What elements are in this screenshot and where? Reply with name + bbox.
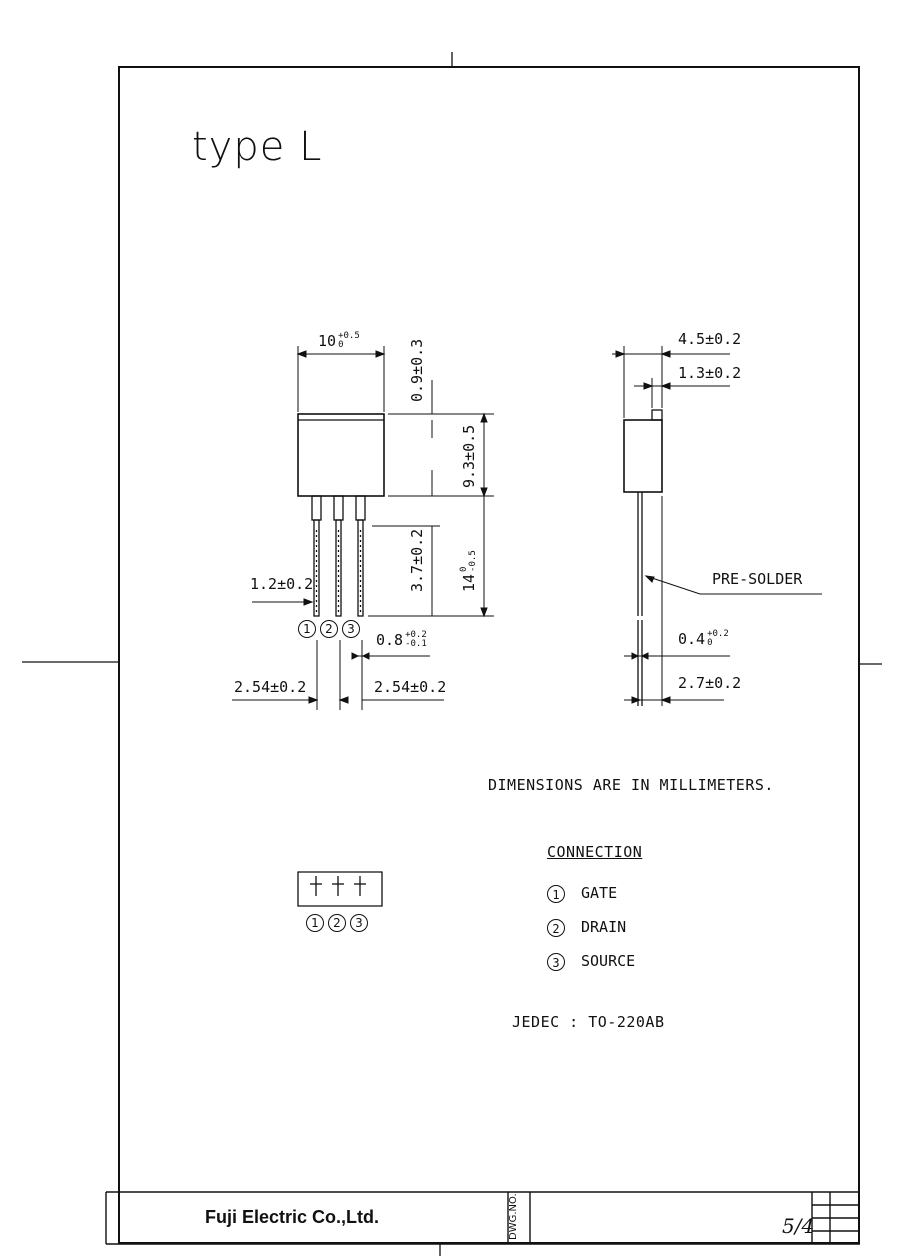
connection-num: 2 bbox=[547, 918, 565, 937]
dim-side-thickness: 4.5±0.2 bbox=[678, 330, 742, 348]
pin-diagram-label-2: 2 bbox=[328, 914, 346, 932]
connection-heading: CONNECTION bbox=[547, 843, 643, 861]
connection-num: 1 bbox=[547, 884, 565, 903]
dim-lead-width-lower: 0.8+0.2-0.1 bbox=[376, 630, 427, 650]
title-block bbox=[105, 1191, 860, 1245]
company-name: Fuji Electric Co.,Ltd. bbox=[205, 1207, 380, 1227]
dimensions-note: DIMENSIONS ARE IN MILLIMETERS. bbox=[488, 776, 774, 794]
dim-pitch-right: 2.54±0.2 bbox=[374, 678, 447, 696]
connection-row-drain: 2 DRAIN bbox=[547, 918, 626, 937]
connection-row-source: 3 SOURCE bbox=[547, 952, 635, 971]
dim-tab-gap: 0.9±0.3 bbox=[408, 338, 426, 402]
connection-name: SOURCE bbox=[581, 952, 636, 970]
pin-diagram bbox=[297, 871, 383, 907]
connection-name: GATE bbox=[581, 884, 618, 902]
side-tab bbox=[651, 409, 663, 421]
connection-row-gate: 1 GATE bbox=[547, 884, 617, 903]
dim-body-height: 9.3±0.5 bbox=[460, 424, 478, 488]
pin-label-1: 1 bbox=[298, 620, 316, 638]
sheet-number: 5/4 bbox=[782, 1214, 815, 1238]
pin-diagram-outline bbox=[297, 871, 383, 907]
pin-label-2: 2 bbox=[320, 620, 338, 638]
side-view bbox=[623, 409, 663, 706]
pin-label-3: 3 bbox=[342, 620, 360, 638]
dim-tab-thickness: 1.3±0.2 bbox=[678, 364, 742, 382]
front-dim-lines bbox=[232, 346, 494, 710]
connection-name: DRAIN bbox=[581, 918, 627, 936]
dim-lead-offset: 2.7±0.2 bbox=[678, 674, 742, 692]
pin-diagram-label-1: 1 bbox=[306, 914, 324, 932]
side-dim-lines bbox=[612, 346, 822, 706]
front-leads bbox=[311, 495, 366, 617]
side-body bbox=[623, 419, 663, 493]
jedec-note: JEDEC : TO-220AB bbox=[512, 1013, 665, 1031]
drawing-frame bbox=[118, 66, 860, 1244]
drawing-number-label: DWG.NO. bbox=[508, 1193, 519, 1240]
dim-lead-width-upper: 1.2±0.2 bbox=[250, 575, 314, 593]
package-body bbox=[297, 413, 385, 497]
drawing-title: type L bbox=[192, 124, 323, 170]
dim-pitch-left: 2.54±0.2 bbox=[234, 678, 307, 696]
pre-solder-label: PRE-SOLDER bbox=[712, 570, 803, 588]
connection-num: 3 bbox=[547, 952, 565, 971]
pin-diagram-label-3: 3 bbox=[350, 914, 368, 932]
dim-lead-shoulder: 3.7±0.2 bbox=[408, 528, 426, 592]
